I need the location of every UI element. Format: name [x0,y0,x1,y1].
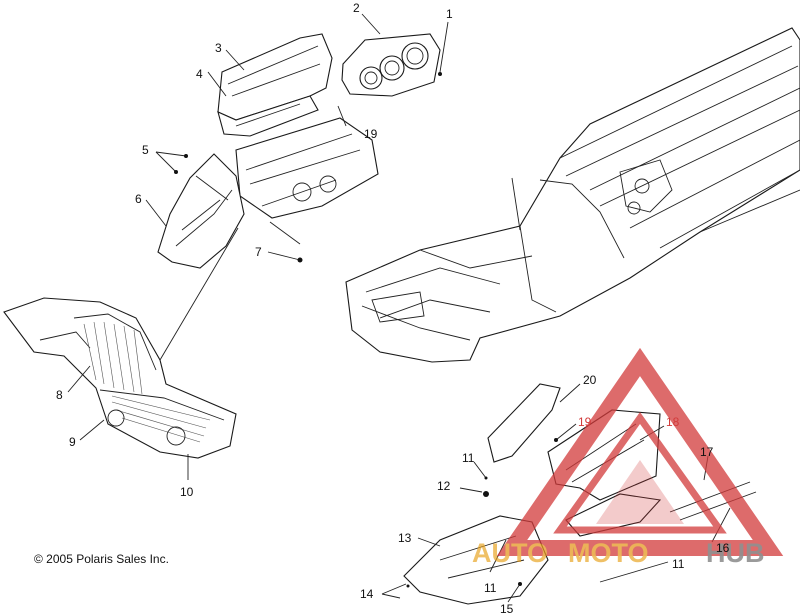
svg-text:MOTO: MOTO [568,538,649,568]
callout-6: 6 [135,192,142,206]
callout-17: 17 [700,445,714,459]
part-gauge-bezel [341,33,441,97]
callout-1: 1 [446,7,453,21]
callout-11-b: 11 [484,581,497,595]
copyright-text: © 2005 Polaris Sales Inc. [34,552,169,566]
callout-18: 18 [666,415,680,429]
callout-9: 9 [69,435,76,449]
callout-13: 13 [398,531,412,545]
callout-14: 14 [360,587,374,601]
callout-16: 16 [716,541,730,555]
callout-12: 12 [437,479,451,493]
part-chassis-frame [345,27,800,363]
svg-text:HUB: HUB [706,538,765,568]
fastener-dots [174,72,558,588]
callout-11-c: 11 [672,557,685,571]
callout-3: 3 [215,41,222,55]
callout-10: 10 [180,485,194,499]
callout-4: 4 [196,67,203,81]
automotohub-watermark-logo: AUTO MOTO HUB [472,347,784,568]
callout-19-b: 19 [578,415,592,429]
callout-15: 15 [500,602,514,616]
callout-8: 8 [56,388,63,402]
part-console-cover [217,33,333,137]
part-side-panel-left [157,153,245,269]
callout-2: 2 [353,1,360,15]
callout-5: 5 [142,143,149,157]
callout-7: 7 [255,245,262,259]
part-console-tray [235,117,379,245]
leader-lines [67,13,731,603]
callout-20: 20 [583,373,597,387]
part-footwell-tray [3,297,237,459]
callout-11-a: 11 [462,451,475,465]
callout-19-a: 19 [364,127,378,141]
svg-text:AUTO: AUTO [472,538,548,568]
callout-labels: 1 2 3 4 5 6 7 8 9 10 11 11 11 11 12 13 1… [56,1,730,616]
